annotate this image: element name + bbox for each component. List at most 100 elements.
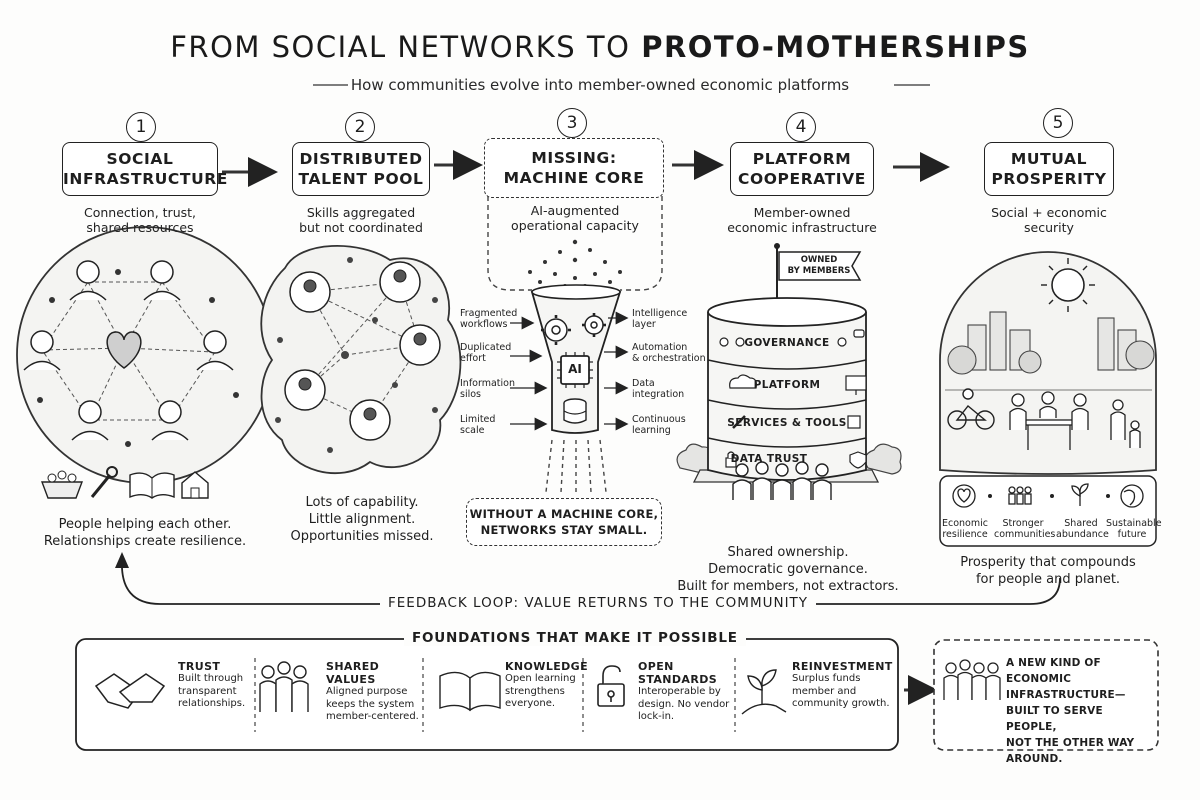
- foundation-title: OPEN STANDARDS: [638, 660, 718, 686]
- step-4-desc-line: economic infrastructure: [727, 220, 877, 235]
- foundation-trust: TRUST Built through transparent relation…: [178, 660, 253, 711]
- conclusion-frame: [933, 639, 1159, 751]
- benefit-line: communities: [994, 529, 1056, 540]
- output-label-line: Continuous: [632, 414, 686, 425]
- foundations-frame: [75, 638, 899, 751]
- step-4-title: PLATFORM COOPERATIVE: [730, 142, 874, 196]
- step-2-number: 2: [345, 112, 375, 142]
- step-3-description: AI-augmented operational capacity: [490, 203, 660, 233]
- step-4-caption-line: Shared ownership.: [727, 545, 849, 560]
- output-label-line: learning: [632, 425, 671, 436]
- step-4-number: 4: [786, 112, 816, 142]
- step-1-caption-line: Relationships create resilience.: [43, 534, 247, 549]
- foundation-desc-line: design. No vendor: [638, 698, 730, 710]
- benefit-line: Stronger: [1002, 518, 1044, 529]
- feedback-loop-label: FEEDBACK LOOP: VALUE RETURNS TO THE COMM…: [380, 595, 817, 611]
- step-5-caption-line: for people and planet.: [975, 572, 1121, 587]
- step-4-caption-line: Built for members, not extractors.: [677, 579, 899, 594]
- step-5-description: Social + economic security: [954, 205, 1144, 235]
- step-2-desc-line: but not coordinated: [299, 220, 423, 235]
- feedback-loop-arrow: [115, 552, 1061, 605]
- step-3-title: MISSING: MACHINE CORE: [484, 138, 664, 198]
- foundation-desc-line: transparent: [178, 685, 237, 697]
- foundation-reinvestment: REINVESTMENT Surplus funds member and co…: [792, 660, 896, 711]
- step-5-desc-line: Social + economic: [991, 205, 1107, 220]
- foundation-desc-line: Built through: [178, 673, 244, 684]
- step-4-title-line: COOPERATIVE: [738, 170, 866, 188]
- step-1-caption-line: People helping each other.: [58, 517, 232, 532]
- layer-platform: PLATFORM: [753, 379, 821, 391]
- ai-chip-label: AI: [568, 362, 582, 376]
- foundation-title: TRUST: [178, 660, 221, 673]
- benefit-line: Sustainable: [1106, 518, 1162, 529]
- step-1-title-line: SOCIAL: [106, 150, 174, 168]
- page-subtitle: How communities evolve into member-owned…: [350, 76, 850, 94]
- step-3-desc-line: operational capacity: [511, 218, 639, 233]
- layer-data-trust: DATA TRUST: [730, 453, 808, 465]
- foundation-desc-line: everyone.: [505, 698, 556, 709]
- platform-cooperative-illustration: [676, 243, 902, 500]
- step-4-description: Member-owned economic infrastructure: [707, 205, 897, 235]
- input-label-line: scale: [460, 425, 485, 436]
- step-3-desc-line: AI-augmented: [530, 203, 620, 218]
- step-2-caption: Lots of capability. Little alignment. Op…: [262, 494, 462, 545]
- flag-line: BY MEMBERS: [787, 266, 851, 276]
- step-4-caption-line: Democratic governance.: [708, 562, 868, 577]
- step-3-title-line: MACHINE CORE: [503, 169, 645, 187]
- step-1-description: Connection, trust, shared resources: [45, 205, 235, 235]
- step-1-desc-line: Connection, trust,: [83, 205, 197, 220]
- foundation-title: SHARED VALUES: [326, 660, 380, 686]
- foundation-desc-line: relationships.: [178, 698, 246, 709]
- benefit-line: Shared: [1064, 518, 1098, 529]
- foundation-desc-line: keeps the system: [326, 698, 415, 710]
- machine-core-illustration: [487, 196, 663, 493]
- step-2-title: DISTRIBUTED TALENT POOL: [292, 142, 430, 196]
- step-5-desc-line: security: [1024, 220, 1074, 235]
- warning-line: WITHOUT A MACHINE CORE,: [469, 507, 659, 521]
- input-label-line: effort: [460, 353, 486, 364]
- conclusion-line: A NEW KIND OF ECONOMIC: [1006, 657, 1101, 685]
- input-label-line: Fragmented: [460, 308, 518, 319]
- conclusion-line: BUILT TO SERVE PEOPLE,: [1006, 705, 1103, 733]
- output-label-line: Intelligence: [632, 308, 688, 319]
- step-4-desc-line: Member-owned: [753, 205, 851, 220]
- benefit-line: future: [1117, 529, 1147, 540]
- step-4-caption: Shared ownership. Democratic governance.…: [672, 544, 904, 595]
- output-label-automation: Automation& orchestration: [632, 342, 706, 364]
- step-3-number: 3: [557, 108, 587, 138]
- input-label-line: Information: [460, 378, 515, 389]
- step-1-number: 1: [126, 112, 156, 142]
- step-2-title-line: TALENT POOL: [298, 170, 424, 188]
- step-5-caption: Prosperity that compounds for people and…: [944, 554, 1152, 588]
- step-1-title: SOCIAL INFRASTRUCTURE: [62, 142, 228, 196]
- step-1-title-line: INFRASTRUCTURE: [63, 170, 228, 188]
- page-title: FROM SOCIAL NETWORKS TO PROTO-MOTHERSHIP…: [0, 30, 1200, 64]
- foundation-title: REINVESTMENT: [792, 660, 893, 673]
- step-5-caption-line: Prosperity that compounds: [960, 555, 1136, 570]
- layer-services-tools: SERVICES & TOOLS: [727, 417, 847, 429]
- foundations-title: FOUNDATIONS THAT MAKE IT POSSIBLE: [404, 630, 746, 646]
- foundation-desc-line: Interoperable by: [638, 686, 721, 697]
- output-label-line: layer: [632, 319, 656, 330]
- flag-line: OWNED: [800, 255, 838, 265]
- conclusion-text: A NEW KIND OF ECONOMIC INFRASTRUCTURE— B…: [1006, 655, 1154, 767]
- conclusion-line: INFRASTRUCTURE—: [1006, 689, 1126, 701]
- foundation-desc-line: member-centered.: [326, 711, 419, 722]
- foundation-desc-line: Open learning: [505, 673, 576, 684]
- step-2-caption-line: Little alignment.: [308, 512, 416, 527]
- output-label-line: Automation: [632, 342, 688, 353]
- benefit-line: resilience: [942, 529, 988, 540]
- step-5-title: MUTUAL PROSPERITY: [984, 142, 1114, 196]
- social-circle-illustration: [16, 226, 274, 499]
- foundation-desc-line: Surplus funds: [792, 673, 861, 684]
- step-2-desc-line: Skills aggregated: [306, 205, 416, 220]
- step-2-title-line: DISTRIBUTED: [299, 150, 423, 168]
- step-2-caption-line: Opportunities missed.: [290, 529, 434, 544]
- owned-by-members-flag: OWNED BY MEMBERS: [783, 255, 855, 277]
